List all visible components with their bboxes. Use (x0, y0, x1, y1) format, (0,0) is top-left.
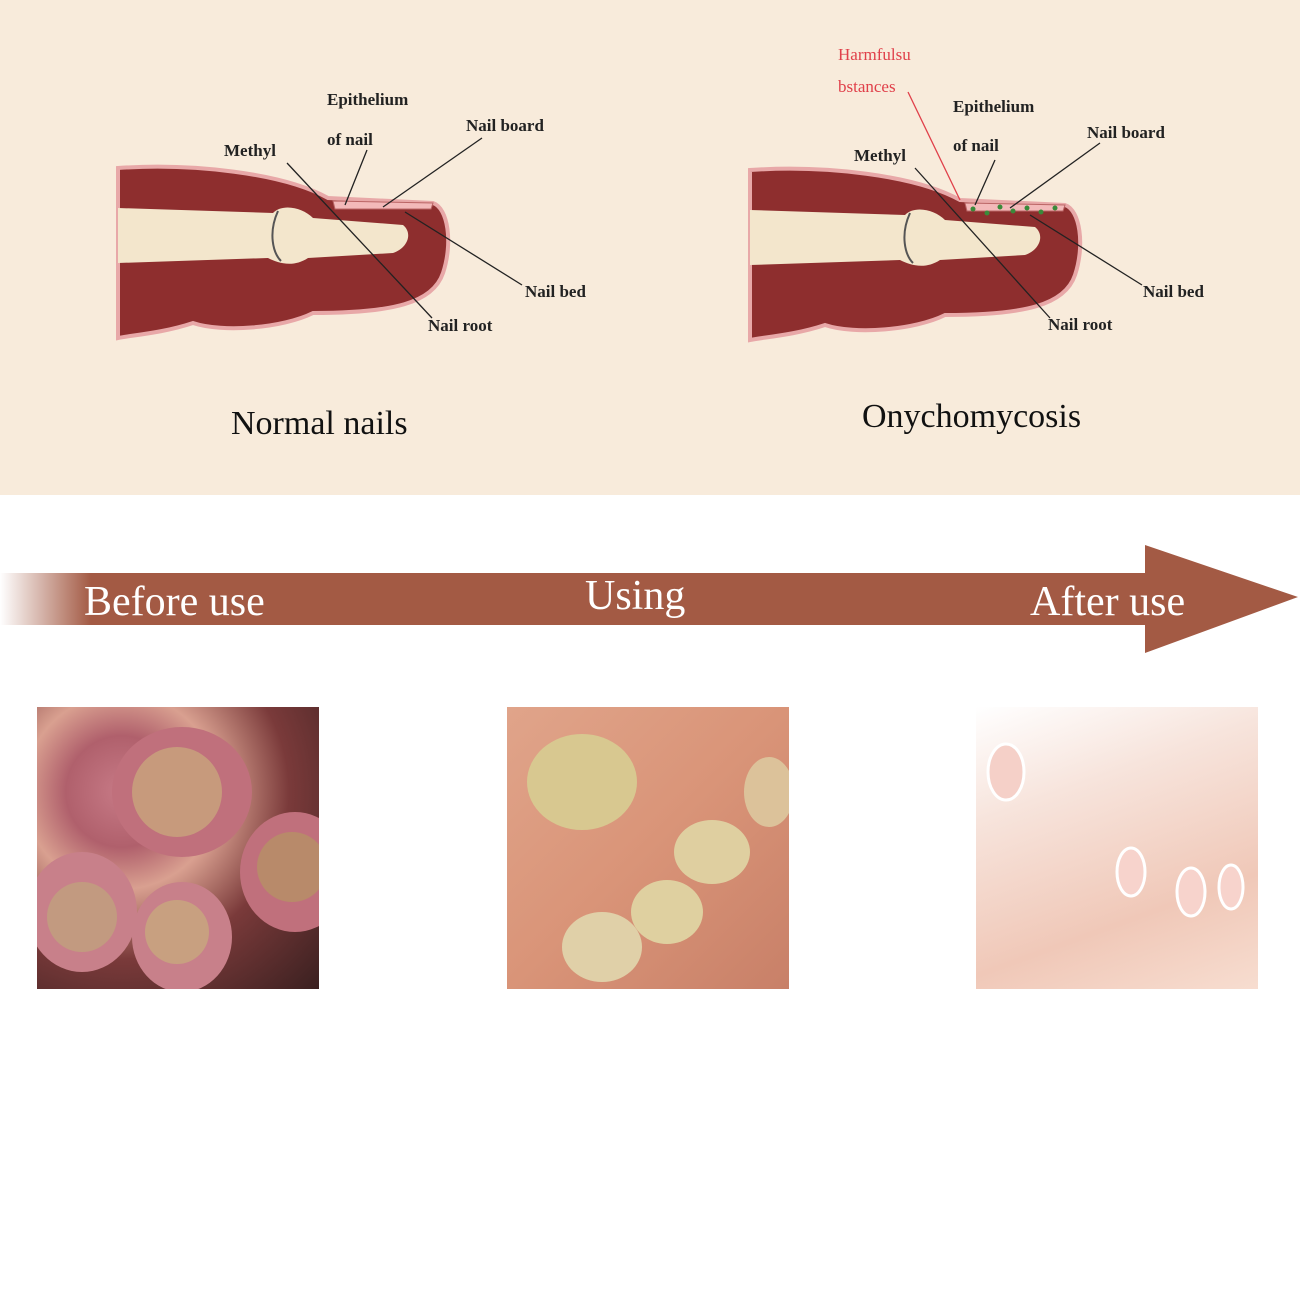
label-nail-bed: Nail bed (525, 282, 586, 301)
label-epithelium: Epithelium (327, 90, 409, 109)
label-methyl: Methyl (224, 141, 276, 160)
recovering-nails-photo (527, 734, 789, 982)
photo-before-use (37, 707, 319, 989)
step-using: Using (585, 573, 686, 619)
caption-onychomycosis: Onychomycosis (862, 398, 1082, 435)
label-nail-bed: Nail bed (1143, 282, 1204, 301)
infected-finger-illustration (748, 166, 1083, 342)
label-of-nail: of nail (327, 130, 373, 149)
normal-finger-illustration (116, 164, 451, 340)
label-of-nail: of nail (953, 136, 999, 155)
photo-using (507, 707, 789, 989)
photo-after-use (976, 707, 1258, 989)
infected-nails-photo (37, 727, 319, 989)
label-nail-root: Nail root (428, 316, 493, 335)
label-nail-board: Nail board (466, 116, 544, 135)
label-nail-board: Nail board (1087, 123, 1165, 142)
caption-normal-nails: Normal nails (231, 405, 408, 442)
progress-arrow (0, 545, 1298, 653)
healthy-nails-photo (986, 742, 1245, 918)
label-nail-root: Nail root (1048, 315, 1113, 334)
label-methyl: Methyl (854, 146, 906, 165)
label-epithelium: Epithelium (953, 97, 1035, 116)
step-before-use: Before use (84, 579, 265, 625)
step-after-use: After use (1030, 579, 1186, 625)
label-harmful-substances: Harmfulsu (838, 45, 911, 64)
label-harmful-substances-cont: bstances (838, 77, 896, 96)
